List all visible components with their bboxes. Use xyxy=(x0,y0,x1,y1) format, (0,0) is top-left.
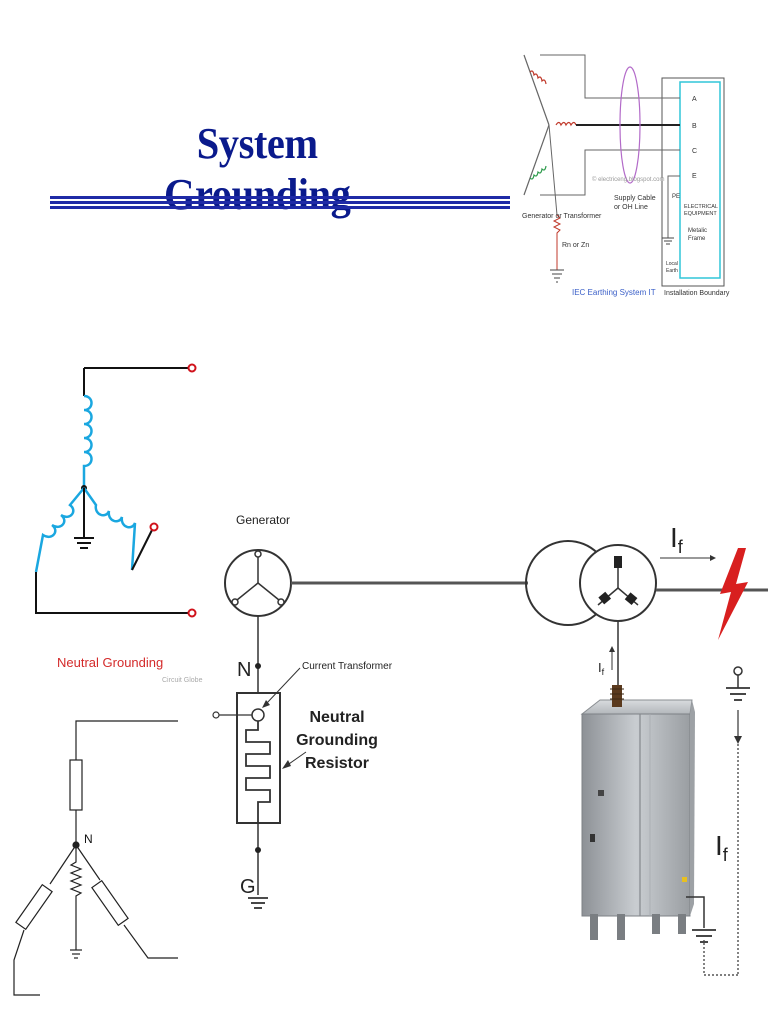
ngr-ground-label: G xyxy=(240,876,256,898)
installation-boundary-box xyxy=(661,77,725,287)
equipment-label-1: ELECTRICAL xyxy=(684,204,718,210)
ngr-label-3: Resistor xyxy=(305,755,369,772)
local-earth-label-1: Local xyxy=(666,261,678,267)
local-earth-label-2: Earth xyxy=(666,268,678,274)
ngr-label-2: Grounding xyxy=(296,732,378,749)
ct-circle xyxy=(251,708,265,722)
neutral-earth-symbol xyxy=(550,269,564,283)
resistor-left xyxy=(15,883,53,931)
neutral-grounding-caption: Neutral Grounding xyxy=(57,655,163,670)
fault-current-right: If xyxy=(715,830,729,865)
ground-symbol xyxy=(74,537,94,549)
gen-or-transformer-label: Generator or Transformer xyxy=(522,213,602,220)
resistor-top xyxy=(69,759,83,811)
frame-label-2: Frame xyxy=(688,236,706,242)
fault-ground-symbol xyxy=(726,687,750,701)
ngr-neutral-label: N xyxy=(237,659,251,681)
iec-caption: IEC Earthing System IT xyxy=(572,288,656,297)
ngr-diagram: Generator If If xyxy=(212,513,768,976)
slide-title: System Grounding xyxy=(164,119,351,219)
coil-left xyxy=(34,487,85,573)
fault-current-top: If xyxy=(670,522,684,557)
pe-label: PE xyxy=(672,194,680,200)
current-transformer-label: Current Transformer xyxy=(302,661,393,672)
ngr-label-1: Neutral xyxy=(309,709,364,726)
phase-e-label: E xyxy=(692,173,697,180)
coil-vertical xyxy=(82,394,93,488)
neutral-n-label: N xyxy=(84,832,93,846)
iec-watermark: © electriceng.blogspot.com xyxy=(592,176,664,183)
neutral-grounding-diagram: Neutral Grounding Circuit Globe xyxy=(34,363,203,684)
phase-a-label: A xyxy=(692,96,697,103)
phase-c-label: C xyxy=(692,148,697,155)
iec-it-diagram: A B C E PE Generator or Transformer Rn o… xyxy=(522,54,730,297)
generator-label: Generator xyxy=(236,513,290,527)
impedance-label: Rn or Zn xyxy=(562,242,589,249)
frame-label-1: Metalic xyxy=(688,228,707,234)
title-rule xyxy=(50,196,510,209)
terminal-top xyxy=(187,363,197,373)
installation-boundary-label: Installation Boundary xyxy=(664,290,730,297)
terminal-mid xyxy=(149,522,159,532)
ngr-resistor xyxy=(245,721,271,823)
fault-lightning-icon xyxy=(718,548,748,640)
ngr-cabinet-image xyxy=(580,685,716,943)
terminal-bottom xyxy=(187,608,197,618)
cable-label-1: Supply Cable xyxy=(614,195,656,202)
local-earth-symbol xyxy=(662,237,674,245)
cable-label-2: or OH Line xyxy=(614,204,648,211)
cable-ellipse xyxy=(619,66,641,184)
resistor-right xyxy=(91,879,129,927)
ngr-ground-symbol xyxy=(248,897,268,909)
fault-current-mid: If xyxy=(598,660,605,677)
coil-right xyxy=(82,487,137,571)
circuit-globe-watermark: Circuit Globe xyxy=(162,677,203,684)
bottom-ground-symbol xyxy=(70,949,82,959)
equipment-box xyxy=(679,81,721,279)
star-resistor-diagram: N xyxy=(13,720,178,996)
phase-b-label: B xyxy=(692,123,697,130)
equipment-label-2: EQUIPMENT xyxy=(684,211,717,217)
